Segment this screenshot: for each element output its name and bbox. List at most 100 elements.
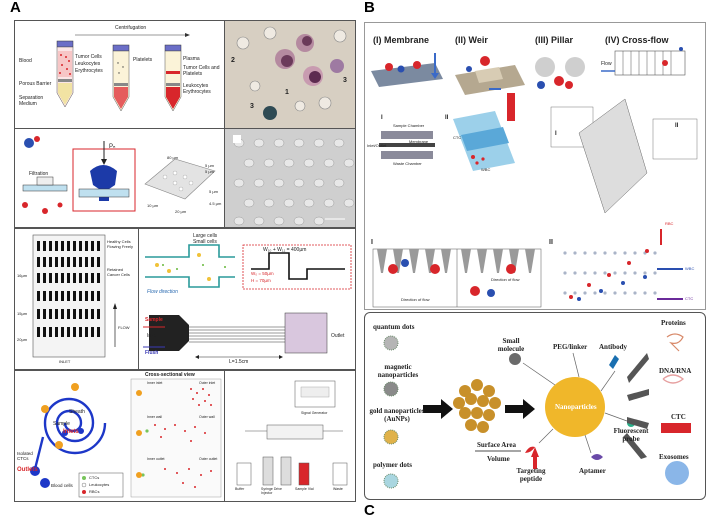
channel-w-label: W₀ = 50µm — [251, 271, 274, 276]
tube-label-blood: Blood — [19, 58, 32, 64]
c-targeting: Targeting peptide — [516, 467, 546, 483]
panel-a-spiral: Sheath Sample Inlets Isolated CTCs Outle… — [14, 370, 226, 502]
b-mid-ii: II — [445, 115, 449, 121]
c-quantum-dots: quantum dots — [373, 323, 415, 331]
setup-buffer: Buffer — [235, 487, 245, 491]
panel-a-weir-array: Healthy Cells Flowing Freely Retained Ca… — [14, 228, 140, 370]
figure-letter-a: A — [10, 0, 21, 16]
c-polymer: polymer dots — [373, 461, 412, 469]
c-gold: gold nanoparticles (AuNPs) — [369, 407, 425, 423]
b-bottom-ii: II — [549, 239, 553, 246]
filtration-label: Filtration — [29, 171, 49, 177]
weir-array-drawing — [32, 234, 117, 358]
panel-a-filtration: Filtration Pₙ 80 µm 5 µm 5 µm 10 µm 20 µ… — [14, 128, 226, 228]
cell-marker-3b: 3 — [250, 103, 254, 110]
dim-80um: 80 µm — [167, 155, 179, 160]
tube-label-tumor: Tumor Cells — [75, 54, 102, 60]
b-wbc-mid: WBC — [481, 167, 491, 172]
tube-label-medium: Separation Medium — [19, 95, 44, 107]
cross-outer-inlet: Outer inlet — [199, 381, 216, 385]
setup-signal: Signal Generator — [301, 411, 328, 415]
b-mid-i: I — [381, 115, 383, 121]
c-nanoparticles: Nanoparticles — [555, 403, 597, 411]
b-title-membrane: (I) Membrane — [373, 35, 430, 45]
sample-label: Sample — [145, 317, 163, 323]
spiral-drawing — [30, 378, 222, 498]
weir-label-flow: FLOW — [118, 325, 130, 330]
legend-large-cells: Large cells — [193, 233, 218, 239]
b-bottom-i: I — [371, 239, 373, 246]
setup-waste: Waste — [333, 487, 343, 491]
centrifugation-drawing — [56, 33, 190, 112]
spiral-sample: Sample — [53, 421, 70, 427]
spiral-isolated: Isolated CTCs — [17, 451, 33, 461]
b-direction-2: Direction of flow — [491, 277, 520, 282]
figure-letter-b: B — [364, 0, 375, 16]
b-mid-ii-right: II — [675, 123, 679, 129]
c-ctc: CTC — [671, 413, 686, 421]
c-exosomes: Exosomes — [659, 453, 689, 461]
channel-drawing — [143, 244, 352, 359]
cell-marker-1: 1 — [285, 89, 289, 96]
panel-b-drawing — [371, 47, 698, 308]
b-ctc: CTC — [685, 296, 694, 301]
channel-formula: W₁₀ + W₁₁ = 400µm — [263, 247, 307, 253]
filtration-drawing — [22, 136, 216, 214]
cross-outer-outlet: Outer outlet — [199, 457, 218, 461]
setup-sample-vial: Sample Vial — [295, 487, 314, 491]
figure-letter-c: C — [364, 502, 375, 519]
b-rbc: RBC — [665, 221, 674, 226]
tube-label-erythrocytes: Erythrocytes — [75, 68, 103, 74]
spiral-legend-ctc: CTCs — [89, 475, 100, 480]
c-volume: Volume — [487, 455, 510, 463]
c-aptamer: Aptamer — [579, 467, 606, 475]
spiral-sheath: Sheath — [69, 409, 85, 415]
c-dna-rna: DNA/RNA — [659, 367, 692, 375]
legend-small-cells: Small cells — [193, 239, 217, 245]
b-flow: Flow — [601, 61, 612, 67]
c-peg: PEG/linker — [553, 343, 588, 351]
cell-marker-2: 2 — [231, 57, 235, 64]
channel-h-label: H = 70µm — [251, 278, 271, 283]
weir-dim-20: 20µm — [17, 337, 28, 342]
length-label: L=1.5cm — [229, 359, 249, 365]
weir-label-retained: Retained Cancer Cells — [107, 267, 130, 277]
spiral-blood: Blood cells — [51, 483, 73, 488]
micrograph-stained-cells: 2 1 3 3 — [224, 20, 356, 129]
cross-section-title: Cross-sectional view — [145, 372, 195, 378]
panel-c: quantum dots magnetic nanoparticles gold… — [364, 312, 706, 500]
b-inlet-outlet: Inlet/Outlet — [367, 143, 387, 148]
dim-5um-c: 5 µm — [209, 189, 218, 194]
flush-label: Flush — [145, 350, 159, 356]
weir-label-inlet: INLET — [59, 359, 71, 364]
inlet-label: Inlet — [147, 333, 157, 339]
panel-a-setup: Buffer Sample Vial Syringe Drive Injecto… — [224, 370, 356, 502]
tube-label-platelets: Platelets — [133, 57, 153, 63]
c-proteins: Proteins — [661, 319, 686, 327]
dim-10um: 10 µm — [147, 203, 159, 208]
tube-label-leukocytes: Leukocytes — [75, 61, 101, 67]
stained-cells-drawing — [236, 26, 347, 120]
c-surface: Surface Area — [477, 441, 516, 449]
cross-inner-inlet: Inner inlet — [147, 381, 163, 385]
c-small-molecule: Small molecule — [497, 337, 525, 353]
force-label: Pₙ — [109, 144, 116, 150]
tube-label-leuko-ery: Leukocytes Erythrocytes — [183, 83, 211, 95]
panel-b: (I) Membrane (II) Weir (III) Pillar (IV)… — [364, 22, 706, 310]
cell-marker-3a: 3 — [343, 77, 347, 84]
b-title-pillar: (III) Pillar — [535, 35, 574, 45]
b-title-crossflow: (IV) Cross-flow — [605, 35, 669, 45]
dim-5um-a: 5 µm — [205, 163, 214, 168]
tube-label-barrier: Porous Barrier — [19, 81, 52, 87]
b-title-weir: (II) Weir — [455, 35, 488, 45]
b-mid-i-right: I — [555, 131, 557, 137]
panel-a-centrifugation: Centrifugation Blood Tumor Cells Leukocy… — [14, 20, 226, 129]
spiral-legend-leuko: Leukocytes — [89, 482, 110, 487]
b-waste-chamber: Waste Chamber — [393, 161, 422, 166]
pillar-array-drawing — [233, 135, 355, 226]
spiral-inlets: Inlets — [63, 429, 79, 435]
weir-label-healthy: Healthy Cells Flowing Freely — [107, 239, 134, 249]
b-wbc: WBC — [685, 266, 695, 271]
cross-inner-outlet: Inner outlet — [147, 457, 165, 461]
setup-syringe: Syringe Drive Injector — [261, 487, 283, 495]
